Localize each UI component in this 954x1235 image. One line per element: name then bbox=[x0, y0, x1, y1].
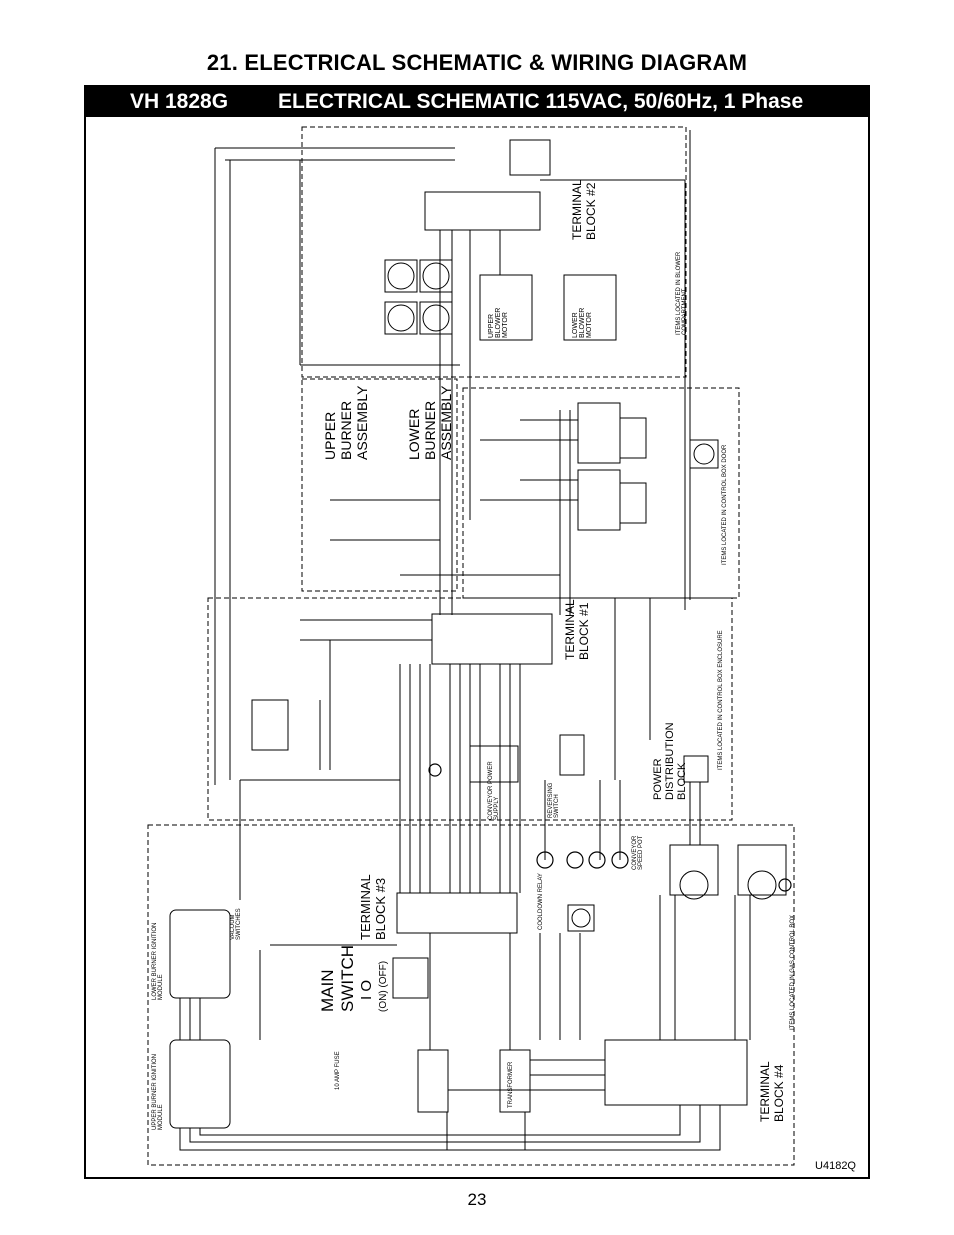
fuse-label: 10 AMP FUSE bbox=[335, 1051, 341, 1090]
page-number: 23 bbox=[467, 1190, 487, 1209]
lower-temp-control bbox=[577, 402, 621, 464]
page-title: 21. ELECTRICAL SCHEMATIC & WIRING DIAGRA… bbox=[206, 50, 748, 75]
lower-display bbox=[619, 417, 647, 459]
lower-ignition-label: LOWER BURNER IGNITION MODULE bbox=[152, 922, 164, 1000]
transformer-label: TRANSFORMER bbox=[508, 1061, 514, 1108]
main-switch-label: MAIN SWITCH bbox=[318, 944, 357, 1012]
items-gas-label: ITEMS LOCATED IN GAS CONTROL BOX bbox=[790, 914, 796, 1030]
cooldown-relay bbox=[251, 699, 289, 751]
upper-ignition-module bbox=[169, 1039, 231, 1129]
main-switch bbox=[392, 957, 429, 999]
terminal-block-3 bbox=[396, 892, 518, 934]
upper-ignition-label: UPPER BURNER IGNITION MODULE bbox=[152, 1053, 164, 1130]
reversing-switch-label: REVERSING SWITCH bbox=[548, 782, 560, 818]
burner-compartment bbox=[301, 378, 458, 592]
tb1-label: TERMINAL BLOCK #1 bbox=[563, 599, 591, 660]
lower-gas-valve bbox=[737, 844, 787, 896]
upper-burner-label: UPPER BURNER ASSEMBLY bbox=[322, 385, 370, 460]
upper-blower-label: UPPER BLOWER MOTOR bbox=[488, 307, 509, 338]
fan-1 bbox=[384, 259, 418, 293]
switch-state-label: I O bbox=[358, 979, 375, 1000]
vacuum-switch-label: VACUUM SWITCHES bbox=[230, 908, 242, 940]
switch-onoff-label: (ON) (OFF) bbox=[378, 960, 389, 1012]
tb3-label: TERMINAL BLOCK #3 bbox=[358, 874, 388, 940]
terminal-block-2 bbox=[424, 191, 541, 231]
part-number: U4182Q bbox=[815, 1160, 856, 1172]
power-distribution-label: POWER DISTRIBUTION BLOCK bbox=[652, 722, 688, 800]
terminal-block-1 bbox=[431, 613, 553, 665]
conveyor-gearmotor bbox=[559, 734, 585, 776]
relay-block bbox=[509, 139, 551, 176]
lower-burner-label: LOWER BURNER ASSEMBLY bbox=[406, 385, 454, 460]
upper-display bbox=[619, 482, 647, 524]
fan-3 bbox=[384, 301, 418, 335]
control-door-compartment bbox=[462, 387, 740, 599]
upper-temp-control bbox=[577, 469, 621, 531]
fan-4 bbox=[419, 301, 453, 335]
transformer-2 bbox=[417, 1049, 449, 1113]
conveyor-speed-label: CONVEYOR SPEED POT bbox=[632, 835, 644, 870]
title-banner: VH 1828G ELECTRICAL SCHEMATIC 115VAC, 50… bbox=[84, 85, 870, 117]
items-control-label: ITEMS LOCATED IN CONTROL BOX DOOR bbox=[722, 444, 728, 565]
conveyor-supply-label: CONVEYOR POWER SUPPLY bbox=[488, 761, 500, 820]
items-control2-label: ITEMS LOCATED IN CONTROL BOX ENCLOSURE bbox=[718, 630, 724, 770]
cooling-fan-2 bbox=[567, 904, 595, 932]
diagram-frame bbox=[84, 117, 870, 1179]
model-label: VH 1828G bbox=[130, 90, 229, 113]
gas-control-compartment bbox=[147, 824, 795, 1166]
upper-gas-valve bbox=[669, 844, 719, 896]
upper-blower-motor bbox=[479, 274, 533, 341]
blower-compartment bbox=[301, 126, 687, 378]
lower-blower-motor bbox=[563, 274, 617, 341]
tb2-label: TERMINAL BLOCK #2 bbox=[570, 179, 598, 240]
items-blower-label: ITEMS LOCATED IN BLOWER COMPARTMENT bbox=[676, 251, 688, 335]
cooldown-relay-label: COOLDOWN RELAY bbox=[538, 873, 544, 930]
transformer-1 bbox=[499, 1049, 531, 1113]
tb4-label: TERMINAL BLOCK #4 bbox=[758, 1061, 786, 1122]
lower-ignition-module bbox=[169, 909, 231, 999]
spec-label: ELECTRICAL SCHEMATIC 115VAC, 50/60Hz, 1 … bbox=[278, 90, 804, 113]
power-distribution-block bbox=[683, 755, 709, 783]
lower-blower-label: LOWER BLOWER MOTOR bbox=[572, 307, 593, 338]
terminal-block-4 bbox=[604, 1039, 748, 1106]
fan-2 bbox=[419, 259, 453, 293]
